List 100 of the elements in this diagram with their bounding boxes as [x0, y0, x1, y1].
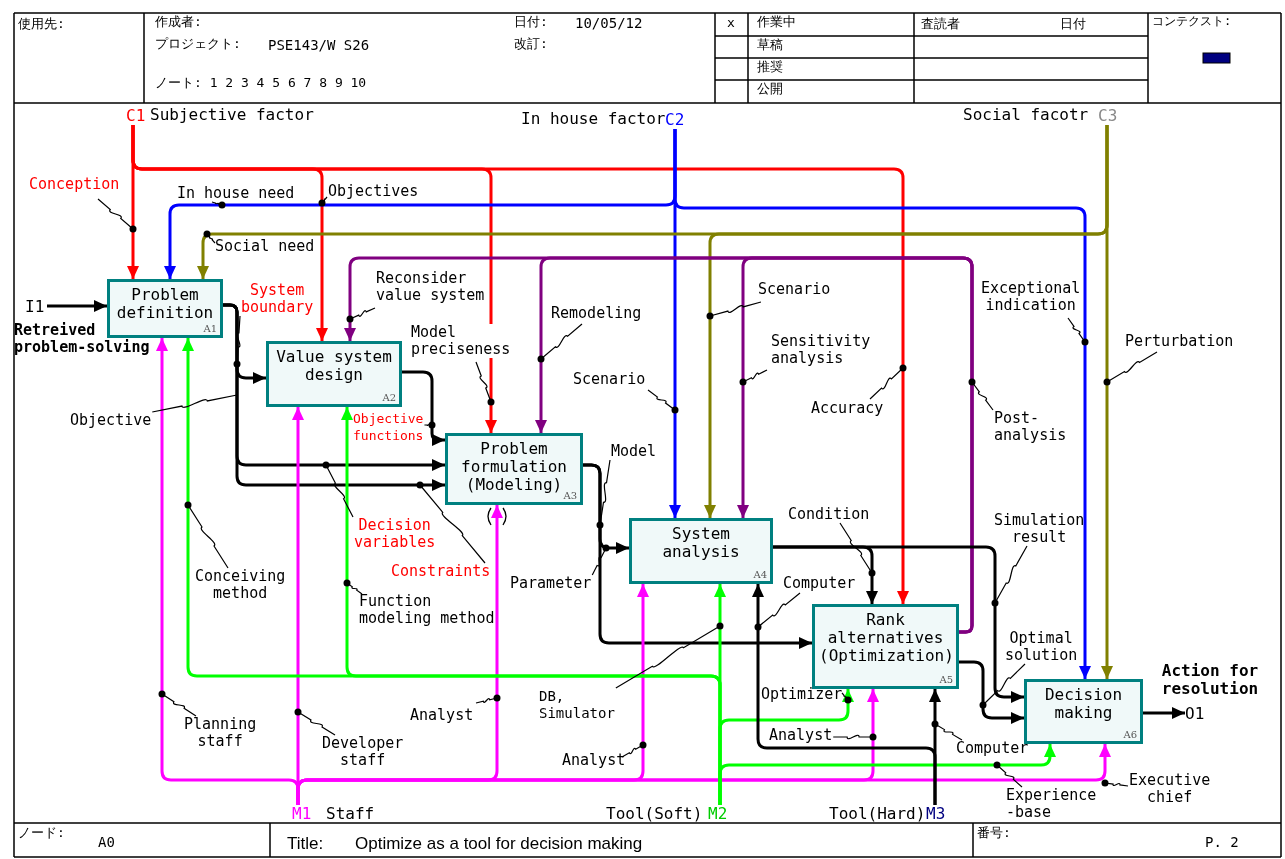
edge-label: Conception: [28, 176, 121, 193]
check-mark: x: [727, 16, 735, 31]
arrow-code: M1: [292, 805, 314, 823]
edge-label: Computer: [955, 740, 1030, 757]
edge-label: Function modeling method: [358, 593, 496, 627]
edge-label: Exceptional indication: [980, 280, 1082, 314]
edge-label: Executive chief: [1128, 772, 1212, 806]
edge-label: Analyst: [409, 707, 475, 724]
arrow: [1143, 707, 1185, 719]
edge-label: In house need: [176, 185, 296, 202]
page-number: P. 2: [1205, 834, 1239, 851]
edge-label: Condition: [787, 506, 871, 523]
field-value: 10/05/12: [575, 15, 643, 32]
edge-label: Sensitivity analysis: [770, 333, 872, 367]
activity-box: [266, 341, 402, 407]
edge-label: Simulation result: [993, 512, 1086, 546]
arrow: [131, 125, 909, 604]
arrow-code: M2: [708, 805, 730, 823]
activity-name: System analysis: [661, 525, 741, 561]
edge-label: Remodeling: [550, 305, 643, 322]
edge-label: Scenario: [572, 371, 647, 388]
status-option: 作業中: [757, 15, 796, 30]
edge-label: Objectives: [327, 183, 420, 200]
arrow-label: Post-analysis: [993, 410, 1068, 444]
arrow: [47, 300, 107, 312]
field-label: 日付:: [514, 15, 548, 30]
activity-box: [107, 279, 223, 338]
status-option: 公開: [757, 82, 783, 97]
column-heading: 査読者: [921, 17, 960, 32]
arrow-name: Retreived problem-solving: [14, 322, 150, 357]
arrow-code: C3: [1098, 106, 1119, 125]
arrow-code: M3: [926, 805, 948, 823]
arrow-label: Decision variables: [353, 517, 437, 551]
box-number: A6: [1123, 729, 1137, 740]
arrow-label: Objective functions: [352, 410, 425, 444]
arrow: [402, 370, 445, 446]
edge-label: Optimal solution: [1004, 630, 1079, 664]
arrow: [959, 660, 1024, 724]
arrow-name: Staff: [326, 805, 375, 824]
diagram-title: Optimize as a tool for decision making: [355, 834, 643, 854]
field-label: Title:: [287, 834, 324, 854]
arrow: [718, 744, 1056, 805]
arrow: [737, 256, 974, 634]
field-label: ノード:: [18, 826, 65, 841]
edge-label: Computer: [782, 575, 857, 592]
arrow: [1101, 125, 1113, 679]
edge-label: Planning staff: [183, 716, 258, 750]
box-number: A1: [203, 323, 217, 334]
activity-box: [445, 433, 583, 505]
arrow-name: Action for resolution: [1160, 662, 1260, 699]
arrow-name: Social facotr: [963, 106, 1089, 125]
arrow-name: Tool(Soft): [606, 805, 703, 824]
arrow: [583, 463, 812, 649]
field-label: 使用先:: [18, 17, 65, 32]
box-number: A5: [939, 674, 953, 685]
arrow: [296, 744, 1111, 805]
activity-box: [812, 604, 959, 689]
field-label: 改訂:: [514, 37, 548, 52]
box-number: A2: [382, 392, 396, 403]
arrow-label: DB, Simulator: [538, 688, 616, 722]
arrow-label: Objective: [69, 412, 153, 429]
arrow-name: Subjective factor: [150, 106, 314, 125]
arrow-label: Analyst: [768, 727, 834, 744]
edge-label: Reconsider value system: [375, 270, 486, 304]
edge-label: Accuracy: [810, 400, 885, 417]
edge-label: Social need: [214, 238, 316, 255]
arrow: [773, 545, 1024, 703]
edge-label: Model preciseness: [410, 324, 512, 358]
arrow-code: I1: [25, 297, 47, 316]
arrow-label: Model: [610, 443, 658, 460]
activity-name: Value system design: [275, 348, 393, 384]
activity-box: [629, 518, 773, 584]
field-label: 作成者:: [155, 15, 202, 30]
arrow-name: Tool(Hard): [829, 805, 926, 824]
arrow-code: C2: [665, 110, 686, 129]
field-label: 番号:: [977, 826, 1011, 841]
field-label: プロジェクト:: [155, 37, 241, 52]
arrow: [929, 689, 941, 805]
field-label: コンテクスト:: [1152, 15, 1232, 29]
status-option: 推奨: [757, 60, 783, 75]
arrow-code: O1: [1185, 704, 1207, 723]
edge-label: Optimizer: [760, 686, 844, 703]
field-value: A0: [98, 834, 115, 851]
field-label: ノート: 1 2 3 4 5 6 7 8 9 10: [155, 76, 367, 91]
arrow-label: System boundary: [240, 282, 315, 316]
edge-label: Conceiving method: [194, 568, 287, 602]
activity-name: Decision making: [1043, 686, 1124, 722]
status-option: 草稿: [757, 38, 783, 53]
arrow-name: In house factor: [521, 110, 666, 129]
activity-name: Problem definition: [115, 286, 215, 322]
arrow-label: Constraints: [390, 563, 492, 580]
column-heading: 日付: [1060, 17, 1086, 32]
edge-label: Analyst: [561, 752, 627, 769]
box-number: A4: [753, 569, 767, 580]
arrow-code: C1: [126, 106, 147, 125]
edge-label: Perturbation: [1124, 333, 1235, 350]
arrow: [673, 129, 1091, 679]
edge-label: Scenario: [757, 281, 832, 298]
arrow-label: Parameter: [509, 575, 593, 592]
edge-label: Developer staff: [321, 735, 405, 769]
